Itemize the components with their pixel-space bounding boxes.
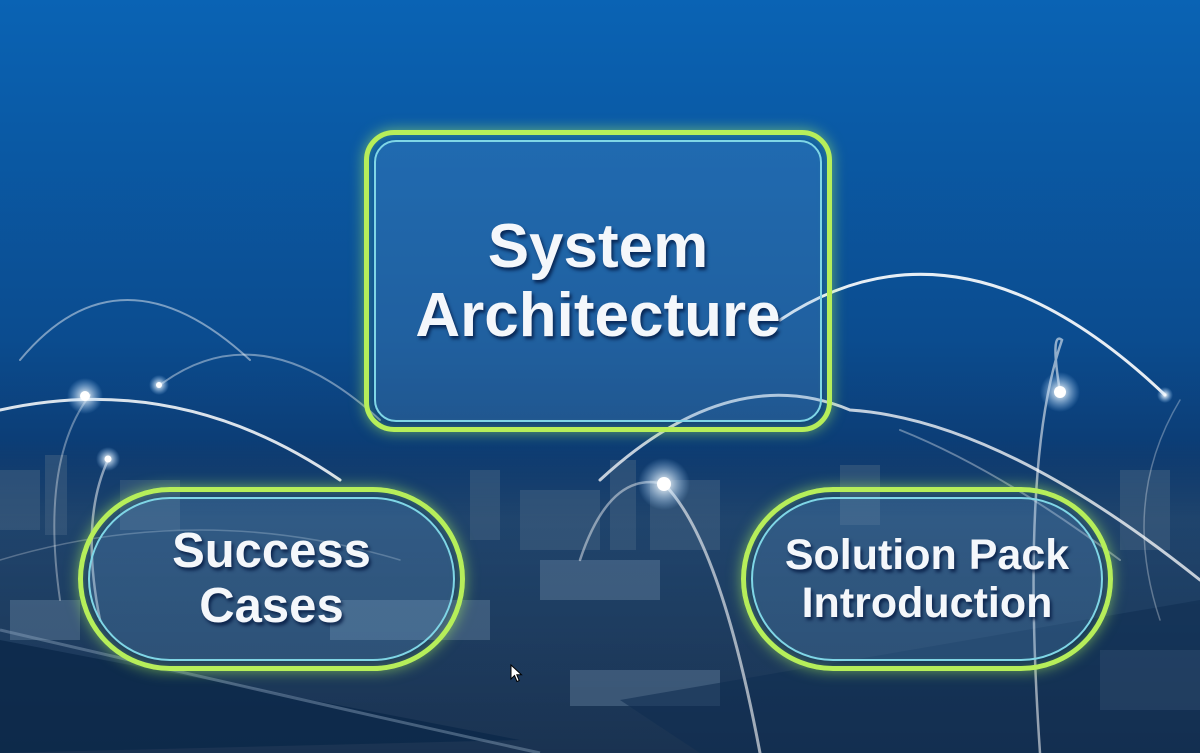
label-line-1: Solution Pack bbox=[784, 530, 1070, 579]
box-outer-border bbox=[741, 487, 1113, 671]
box-outer-border bbox=[78, 487, 465, 671]
system-architecture-label: System Architecture bbox=[415, 212, 780, 351]
label-line-2: Cases bbox=[199, 579, 344, 633]
network-nodes bbox=[67, 372, 1173, 510]
box-inner-border bbox=[374, 140, 822, 422]
label-line-2: Introduction bbox=[801, 579, 1053, 627]
box-inner-border bbox=[751, 497, 1103, 661]
arrow-cursor-icon bbox=[510, 664, 523, 683]
box-outer-border bbox=[364, 130, 832, 432]
solution-pack-introduction-button[interactable]: Solution Pack Introduction bbox=[741, 487, 1113, 671]
system-architecture-button[interactable]: System Architecture bbox=[364, 130, 832, 432]
success-cases-button[interactable]: Success Cases bbox=[78, 487, 465, 671]
box-inner-border bbox=[88, 497, 455, 661]
solution-pack-label: Solution Pack Introduction bbox=[785, 531, 1069, 627]
success-cases-label: Success Cases bbox=[172, 524, 371, 634]
label-line-1: Success bbox=[172, 524, 371, 579]
label-line-1: System bbox=[487, 211, 709, 281]
label-line-2: Architecture bbox=[415, 281, 781, 350]
